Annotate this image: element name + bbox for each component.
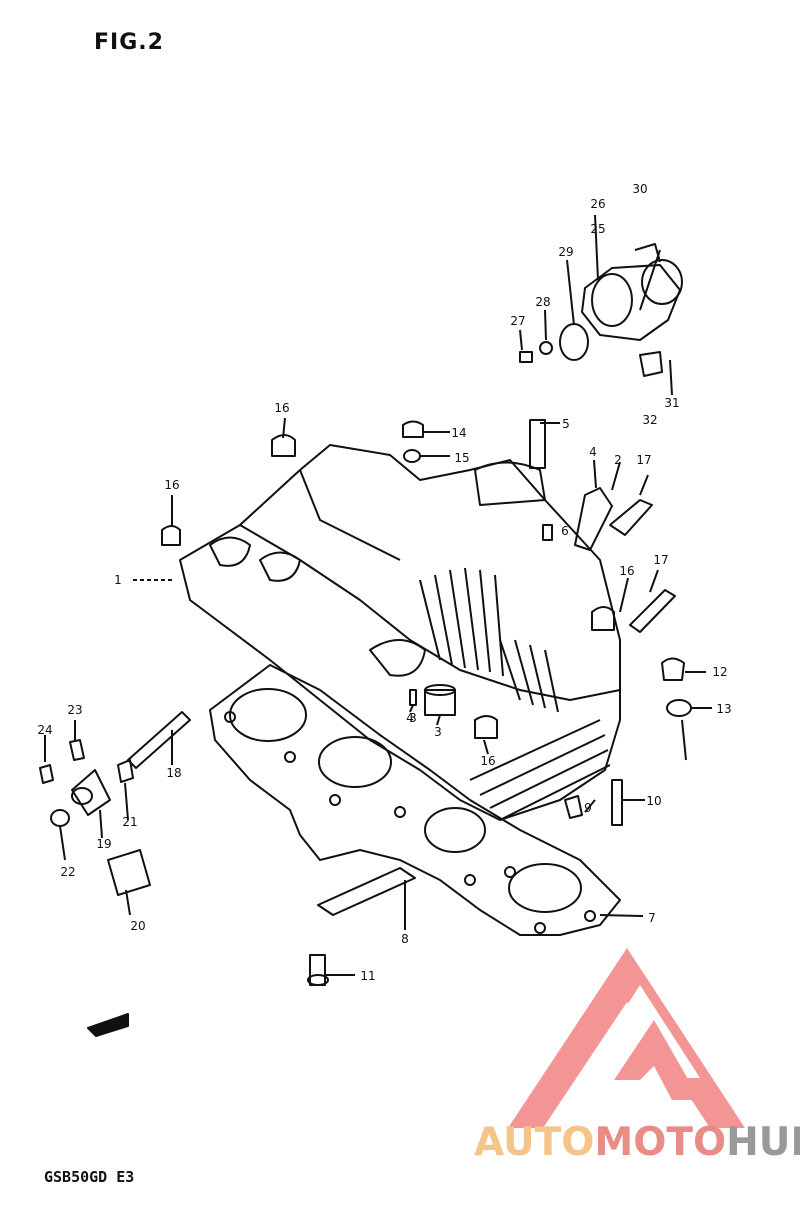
callout-number: 11 — [360, 969, 375, 983]
callout-number: 16 — [274, 401, 289, 415]
callout-number: 21 — [122, 815, 137, 829]
callout-number: 8 — [401, 932, 409, 946]
callout-number: 4 — [589, 445, 597, 459]
callout-number: 27 — [510, 314, 525, 328]
engine-parts-linework — [39, 214, 712, 1037]
fwd-arrow-icon — [87, 1013, 129, 1037]
callout-number: 19 — [96, 837, 111, 851]
callout-number: 13 — [716, 702, 731, 716]
model-code: GSB50GD E3 — [44, 1168, 135, 1186]
brand-part-auto: AUTO — [474, 1120, 595, 1165]
figure-title: FIG.2 — [94, 30, 164, 55]
callout-number: 3 — [409, 711, 417, 725]
brand-part-hub: HUB — [726, 1120, 800, 1165]
callout-number: 26 — [590, 197, 605, 211]
callout-number: 31 — [664, 396, 679, 410]
callout-number: 16 — [164, 478, 179, 492]
callout-number: 1 — [114, 573, 122, 587]
callout-number: 32 — [642, 413, 657, 427]
callout-number: 5 — [562, 417, 570, 431]
callout-number: 28 — [535, 295, 550, 309]
callout-number: 16 — [619, 564, 634, 578]
callout-number: 22 — [60, 865, 75, 879]
callout-number: 9 — [584, 801, 592, 815]
brand-watermark: AUTOMOTOHUB — [474, 1120, 800, 1165]
callout-number: 14 — [451, 426, 466, 440]
callout-number: 24 — [37, 723, 52, 737]
callout-number: 20 — [130, 919, 145, 933]
callout-number: 17 — [636, 453, 651, 467]
callout-number: 18 — [166, 766, 181, 780]
callout-number: 15 — [454, 451, 469, 465]
callout-number: 2 — [614, 453, 622, 467]
callout-number: 6 — [561, 524, 569, 538]
brand-part-moto: MOTO — [594, 1120, 727, 1165]
triangle-logo-icon — [508, 948, 745, 1128]
callout-number: 3 — [434, 725, 442, 739]
callout-number: 23 — [67, 703, 82, 717]
callout-number: 12 — [712, 665, 727, 679]
callout-number: 7 — [648, 911, 656, 925]
callout-number: 30 — [632, 182, 647, 196]
callout-number: 10 — [646, 794, 661, 808]
callout-number: 4 — [406, 711, 414, 725]
callout-number: 25 — [590, 222, 605, 236]
callout-number: 17 — [653, 553, 668, 567]
callout-number: 16 — [480, 754, 495, 768]
callout-number: 29 — [558, 245, 573, 259]
